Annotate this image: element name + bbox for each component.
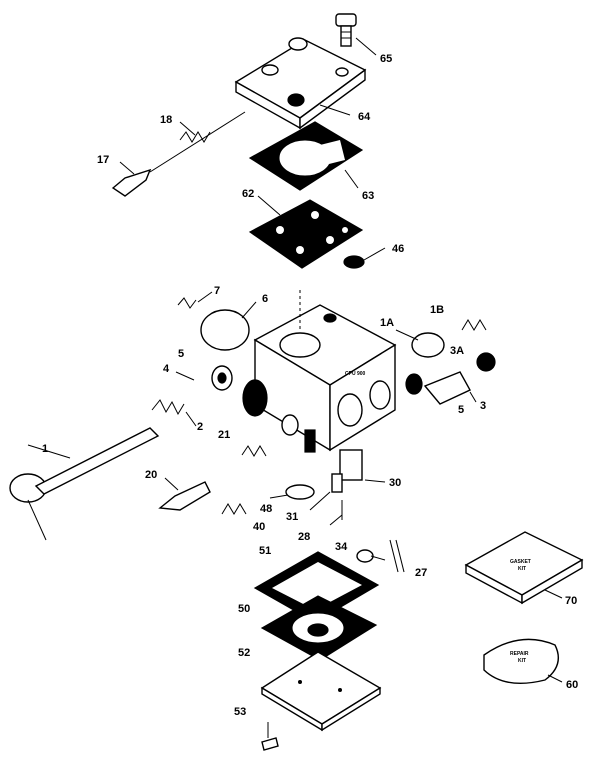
- label-31: 31: [286, 511, 298, 523]
- part-30-lever: [364, 479, 386, 483]
- part-34-screw: [356, 549, 386, 563]
- label-21: 21: [218, 429, 230, 441]
- label-27: 27: [415, 567, 427, 579]
- label-51: 51: [259, 545, 271, 557]
- part-53-screw: [261, 722, 279, 751]
- label-60: 60: [566, 679, 578, 691]
- part-3-lever: [423, 371, 477, 405]
- part-50-diaphragm: [260, 595, 378, 661]
- svg-text:CPU 900: CPU 900: [345, 371, 366, 377]
- repair-kit-line1: REPAIR: [510, 651, 529, 657]
- part-46-plug: [343, 247, 386, 269]
- part-27-pin: [389, 539, 405, 573]
- label-70: 70: [565, 595, 577, 607]
- label-5-right: 5: [458, 404, 464, 416]
- part-4-clip: [175, 371, 195, 381]
- part-2-spring: [151, 399, 197, 427]
- label-62: 62: [242, 188, 254, 200]
- carburetor-body: CPU 900: [242, 290, 397, 481]
- label-52: 52: [238, 647, 250, 659]
- label-3: 3: [480, 400, 486, 412]
- part-18-spring: [179, 121, 211, 143]
- label-28: 28: [298, 531, 310, 543]
- label-18-top: 18: [160, 114, 172, 126]
- label-48: 48: [260, 503, 272, 515]
- label-64: 64: [358, 111, 371, 123]
- label-4: 4: [163, 363, 170, 375]
- part-17-needle-screw: [111, 111, 246, 197]
- label-2: 2: [197, 421, 203, 433]
- label-46: 46: [392, 243, 404, 255]
- repair-kit-line2: KIT: [518, 658, 526, 664]
- label-20: 20: [145, 469, 157, 481]
- label-6: 6: [262, 293, 268, 305]
- label-40: 40: [253, 521, 265, 533]
- part-21-spring: [241, 445, 267, 457]
- part-5b-bushing: [405, 373, 423, 395]
- label-1B: 1B: [430, 304, 444, 316]
- label-17: 17: [97, 154, 109, 166]
- label-53: 53: [234, 706, 246, 718]
- label-1A: 1A: [380, 317, 394, 329]
- part-5-bushing: [211, 365, 233, 391]
- label-3A: 3A: [450, 345, 464, 357]
- part-64-pump-cover: [234, 37, 367, 130]
- part-1B-screw: [461, 319, 487, 331]
- gasket-kit-line2: KIT: [518, 566, 526, 572]
- part-48-plug: [269, 484, 315, 500]
- part-1-throttle-shaft: [9, 427, 160, 541]
- repair-kit-bag: REPAIR KIT: [483, 638, 563, 685]
- part-31-screen: [309, 473, 343, 511]
- part-40-spring: [221, 503, 247, 515]
- part-62-diaphragm: [248, 195, 364, 269]
- part-65-screw: [335, 13, 377, 56]
- label-30: 30: [389, 477, 401, 489]
- part-20-screw: [158, 477, 211, 511]
- part-28-needle: [329, 500, 343, 526]
- label-5-left: 5: [178, 348, 184, 360]
- label-65: 65: [380, 53, 392, 65]
- label-7: 7: [214, 285, 220, 297]
- part-63-gasket: [248, 121, 364, 191]
- label-50: 50: [238, 603, 250, 615]
- part-1A-plate: [395, 329, 445, 358]
- gasket-kit-line1: GASKET: [510, 559, 531, 565]
- part-7-screw: [177, 291, 213, 309]
- part-3A-nut: [476, 352, 496, 372]
- gasket-kit-box: GASKET KIT: [464, 531, 584, 605]
- part-52-cover: [260, 651, 382, 732]
- label-1: 1: [42, 443, 48, 455]
- label-63: 63: [362, 190, 374, 202]
- part-6-plate: [200, 301, 257, 351]
- label-34: 34: [335, 541, 348, 553]
